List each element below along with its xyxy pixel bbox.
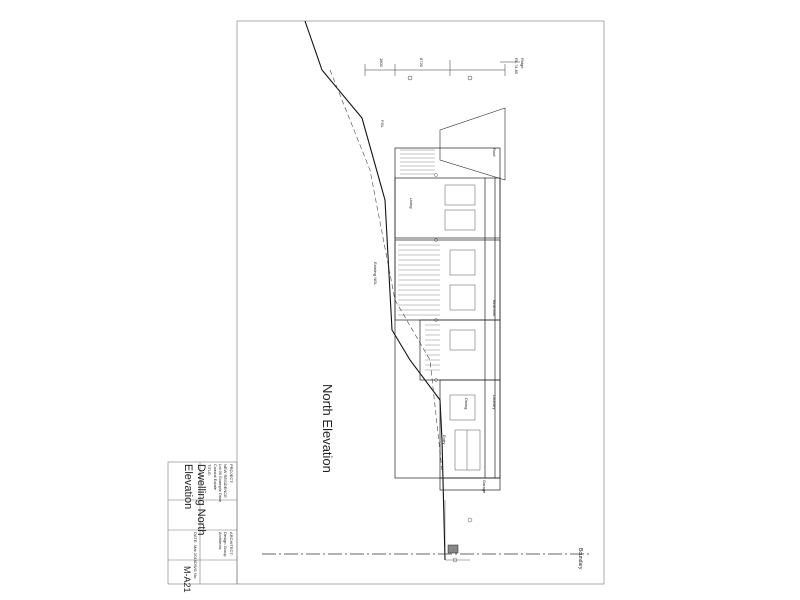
ground-label-ngl: Existing NGL — [373, 262, 378, 286]
dwg-number: M-A21 — [182, 566, 192, 593]
section-mark — [447, 544, 459, 554]
ridge-rl: RL 74.80 — [514, 58, 519, 75]
level-markers — [434, 173, 473, 563]
date-label: DATE: — [193, 532, 198, 544]
project-line-3: Coastal Estate — [213, 464, 218, 491]
project-heading: PROJECT: — [229, 464, 234, 484]
title-block — [167, 461, 238, 585]
existing-ground-line — [304, 20, 446, 561]
architect-line-2: Architects — [218, 532, 223, 550]
room-label-living: Living — [409, 198, 414, 209]
project-line-1: NEW RESIDENCE — [223, 464, 228, 498]
date-value: Mar 2016 — [193, 545, 198, 562]
top-dimensions — [364, 60, 520, 81]
title-heading: TITLE: — [207, 464, 212, 477]
top-dim-1: 1800 — [379, 58, 384, 67]
room-label-bedroom: Bedroom — [492, 300, 497, 317]
entry-module — [439, 379, 501, 479]
architect-line-1: Design Group — [223, 532, 228, 557]
view-title: North Elevation — [320, 384, 335, 473]
architect-heading: ARCHITECT: — [229, 532, 234, 556]
project-line-2: Lot 00 Example Drive — [218, 464, 223, 503]
ground-label-fgl: FGL — [380, 120, 385, 128]
room-label-roof: Roof — [492, 148, 497, 157]
garage-base — [439, 477, 501, 491]
boundary-label: Boundary — [577, 548, 583, 570]
sheet-border — [236, 20, 605, 585]
title-text-line-2: Elevation — [182, 464, 194, 510]
room-label-laundry: Laundry — [492, 395, 497, 410]
terrain-lines — [304, 20, 446, 561]
dwg-label: DWG No: — [193, 562, 198, 580]
upper-module — [394, 177, 501, 239]
roof-outline — [439, 107, 506, 181]
title-text-line-1: Dwelling North — [195, 464, 207, 536]
room-label-dining: Dining — [464, 398, 469, 410]
ridge-mark: Ridge — [520, 58, 525, 69]
room-label-entry: Entry — [442, 435, 447, 445]
building — [394, 107, 506, 491]
room-label-garage: Garage — [482, 480, 487, 494]
deck-hatching — [398, 149, 440, 371]
windows — [444, 184, 481, 471]
top-dim-2: 8720 — [419, 58, 424, 67]
